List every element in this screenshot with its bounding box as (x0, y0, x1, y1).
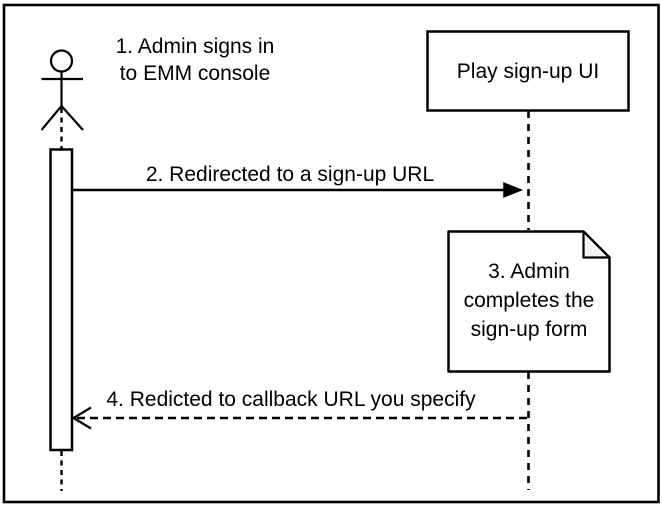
message-4-arrow (71, 406, 529, 430)
note-label: 3. Admin completes the sign-up form (448, 257, 610, 344)
message-2-label: 2. Redirected to a sign-up URL (145, 163, 435, 186)
actor-head (49, 49, 74, 73)
note-label-line1: 3. Admin (488, 260, 570, 283)
participant-label-text: Play sign-up UI (456, 59, 600, 83)
message-2-arrow (72, 182, 524, 198)
note-label-line3: sign-up form (470, 318, 588, 341)
note-label-line2: completes the (463, 289, 595, 312)
actor-step-label: 1. Admin signs in to EMM console (95, 33, 295, 87)
message-4-label: 4. Redicted to callback URL you specify (106, 388, 476, 411)
actor-leg-right (60, 105, 84, 131)
actor-step-label-line1: 1. Admin signs in (115, 35, 275, 58)
actor-icon (40, 49, 84, 131)
activation-bar (49, 148, 74, 452)
message-4-arrowhead-icon (71, 406, 92, 430)
actor-step-label-line2: to EMM console (119, 62, 271, 85)
participant-box (426, 30, 630, 112)
note-shape (447, 230, 611, 373)
diagram-border (2, 3, 660, 504)
note-fold (582, 230, 611, 259)
participant-label: Play sign-up UI (427, 31, 629, 111)
message-2-arrowhead-icon (503, 182, 524, 198)
actor-leg-left (40, 105, 63, 131)
